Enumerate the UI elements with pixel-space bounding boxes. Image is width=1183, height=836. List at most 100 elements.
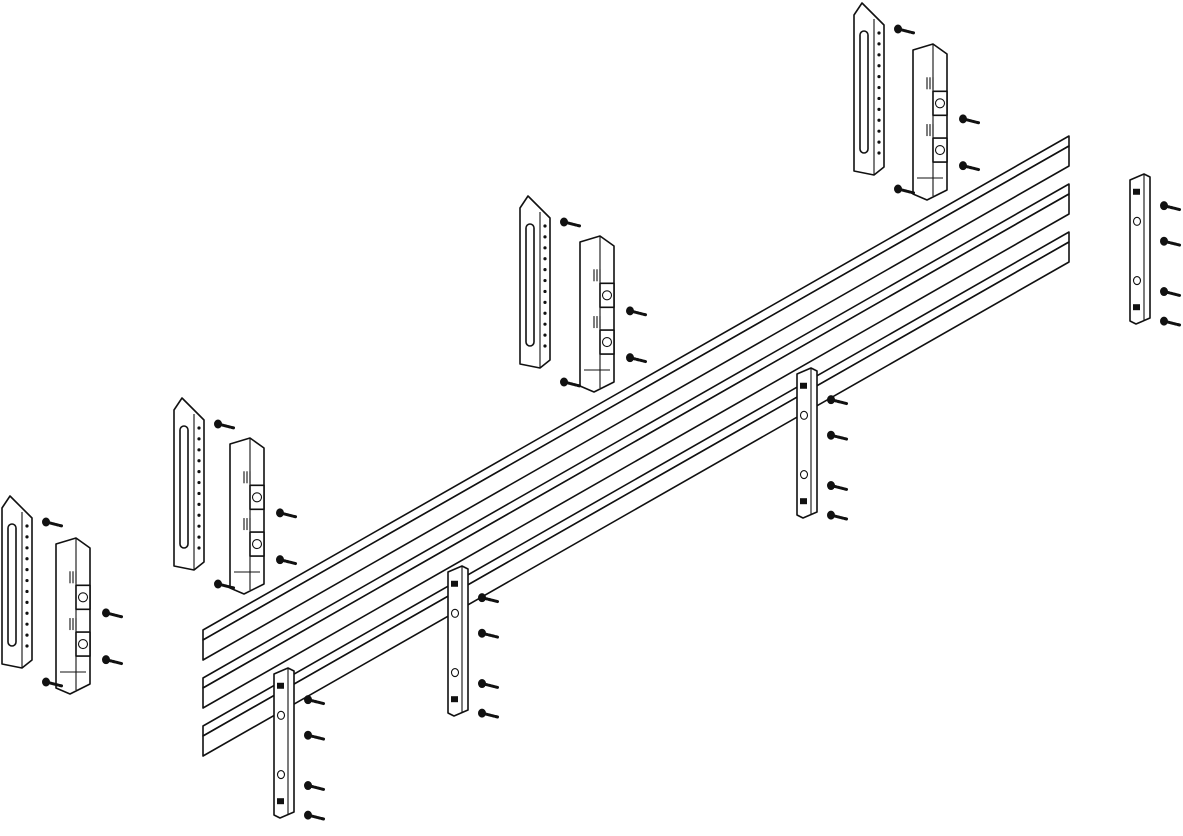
screw-head <box>626 353 634 363</box>
busbar-front-face <box>202 241 1070 757</box>
bracket-hole <box>543 224 547 228</box>
bracket-hole <box>543 322 547 326</box>
screw-head <box>894 24 902 34</box>
screws-group <box>42 24 1182 821</box>
screw-18 <box>42 677 64 688</box>
support-square-hole <box>451 696 458 703</box>
busbar-top-face <box>202 135 1070 641</box>
bracket-hole <box>197 502 201 506</box>
mounting-bracket-2 <box>173 397 205 571</box>
clamp-body <box>229 437 265 595</box>
screw-head <box>626 306 634 316</box>
bracket-hole <box>197 459 201 463</box>
busbar-1 <box>202 135 1070 661</box>
bracket-hole <box>543 333 547 337</box>
support-square-hole <box>1133 304 1140 311</box>
bracket-hole <box>877 64 881 68</box>
screw-head <box>1160 316 1168 326</box>
screw-head <box>1160 201 1168 211</box>
clamp-body <box>912 43 948 201</box>
busbar-3 <box>202 231 1070 757</box>
bracket-slot <box>525 223 535 347</box>
bracket-hole <box>877 107 881 111</box>
screw-25 <box>102 608 124 619</box>
screw-14 <box>1160 236 1182 247</box>
busbar-2 <box>202 183 1070 709</box>
screw-6 <box>478 628 500 639</box>
screw-head <box>304 730 312 740</box>
screw-head <box>959 114 967 124</box>
screw-13 <box>1160 201 1182 212</box>
bracket-hole <box>25 568 29 572</box>
bracket-hole <box>877 140 881 144</box>
screw-head <box>478 593 486 603</box>
support-square-hole <box>800 498 807 505</box>
screw-23 <box>894 24 916 35</box>
screw-head <box>827 395 835 405</box>
bracket-hole <box>197 480 201 485</box>
bracket-hole <box>25 535 29 539</box>
spacer-clamp-1 <box>55 537 91 695</box>
clamp-hole <box>251 539 263 550</box>
clamp-body <box>55 537 91 695</box>
screw-head <box>959 161 967 171</box>
support-body <box>1129 173 1151 325</box>
bracket-hole <box>877 129 881 133</box>
busbar-front-face <box>202 193 1070 709</box>
support-body <box>273 667 295 819</box>
bracket-hole <box>25 633 29 637</box>
bracket-hole <box>197 426 201 430</box>
screw-head <box>304 695 312 705</box>
bracket-hole <box>543 278 547 283</box>
bracket-hole <box>197 470 201 474</box>
screw-16 <box>1160 316 1182 327</box>
screw-12 <box>827 510 849 521</box>
screw-head <box>560 217 568 227</box>
bracket-hole <box>25 557 29 561</box>
screw-29 <box>626 306 648 317</box>
screw-head <box>214 419 222 429</box>
busbar-supports-group <box>273 173 1151 819</box>
bracket-hole <box>25 589 29 594</box>
support-round-hole <box>450 608 460 618</box>
mounting-bracket-1 <box>1 495 33 669</box>
bracket-hole <box>25 524 29 528</box>
bracket-hole <box>543 289 547 294</box>
screw-head <box>827 510 835 520</box>
screw-26 <box>102 655 124 666</box>
screw-head <box>102 655 110 665</box>
spacer-clamp-3 <box>579 235 615 393</box>
busbars-group <box>202 135 1070 757</box>
screw-21 <box>560 217 582 228</box>
screw-4 <box>304 810 326 821</box>
busbar-top-face <box>202 231 1070 737</box>
screw-24 <box>894 184 916 195</box>
screw-8 <box>478 708 500 719</box>
clamp-hole <box>934 145 946 156</box>
bracket-hole <box>543 300 547 304</box>
screw-head <box>276 555 284 565</box>
support-square-hole <box>277 682 284 689</box>
bracket-hole <box>877 42 881 46</box>
spacer-clamps-group <box>55 43 948 695</box>
screw-15 <box>1160 287 1182 298</box>
screw-head <box>478 628 486 638</box>
screw-head <box>827 430 835 440</box>
screw-19 <box>214 419 236 430</box>
bracket-hole <box>197 535 201 539</box>
support-square-hole <box>800 382 807 389</box>
clamp-hole <box>77 639 89 650</box>
bracket-hole <box>25 611 29 615</box>
mounting-bracket-3 <box>519 195 551 369</box>
bracket-hole <box>877 53 881 57</box>
support-body <box>447 565 469 717</box>
bracket-hole <box>877 31 881 35</box>
screw-head <box>102 608 110 618</box>
bracket-hole <box>197 513 201 517</box>
screw-17 <box>42 517 64 528</box>
clamp-hole <box>934 98 946 109</box>
clamp-hole <box>601 337 613 348</box>
bracket-slot <box>179 425 189 549</box>
screw-head <box>276 508 284 518</box>
